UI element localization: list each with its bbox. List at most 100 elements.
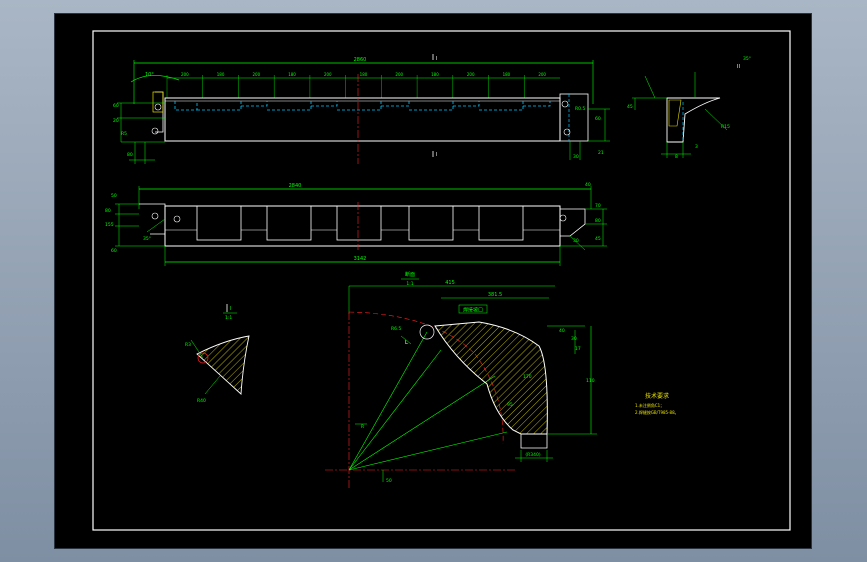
- right-dim-0: 60: [595, 116, 601, 122]
- section-mark-top-label: I: [436, 56, 437, 62]
- left-hole: [154, 103, 162, 111]
- front-left-dim-2: 155: [105, 222, 114, 228]
- segment-dim-text: 180: [288, 72, 296, 77]
- segment-dim-text: 200: [395, 72, 403, 77]
- side-dim-0: R15: [721, 124, 730, 130]
- front-slot: [336, 205, 382, 241]
- inner-border: [92, 30, 791, 531]
- small-dim-1: R40: [197, 398, 206, 404]
- front-slot: [196, 205, 242, 241]
- main-right-dim-1: 30: [571, 336, 577, 342]
- segment-dim-text: 200: [538, 72, 546, 77]
- left-hole-2: [151, 127, 159, 135]
- front-right-dim-4: 45: [595, 236, 601, 242]
- right-hole-2: [563, 128, 571, 136]
- main-right-dim-3: 110: [586, 378, 595, 384]
- left-dim-0: 60: [113, 103, 119, 109]
- front-left-end: [139, 203, 166, 235]
- main-weld-circle: [419, 324, 435, 340]
- main-right-dim-0: 40: [559, 328, 565, 334]
- section-mark-bottom-label: I: [436, 152, 437, 158]
- segment-dim-text: 200: [467, 72, 475, 77]
- front-slot: [408, 205, 454, 241]
- top-overall-dim-text: 2860: [354, 57, 367, 63]
- front-left-hole: [151, 212, 159, 220]
- left-end-weld: [152, 91, 164, 113]
- small-section-scale: 1:1: [225, 315, 232, 321]
- right-dim-2: 21: [598, 150, 604, 156]
- side-dim-1: 3: [695, 144, 698, 150]
- left-angle-text: 10°: [145, 72, 154, 78]
- main-inner-dim-1: 95: [507, 402, 513, 408]
- drawing-canvas: 2860 200 180 200 180 200 180 200 180 200 180 200 I…: [92, 30, 791, 531]
- front-right-dim-1: 70: [595, 203, 601, 209]
- front-left-angle: 35°: [143, 236, 151, 242]
- dim-leader: [644, 75, 656, 99]
- dim-leader: [569, 235, 586, 251]
- radial-line: [348, 331, 428, 471]
- front-right-dim-2: 80: [595, 218, 601, 224]
- tech-line-2: 2.焊缝按GB/T985-88。: [635, 409, 679, 415]
- front-bottom-dim-text: 3142: [354, 256, 367, 262]
- dim-leader: [400, 335, 412, 345]
- front-right-hole: [559, 214, 567, 222]
- main-width-dim: 415: [445, 280, 455, 286]
- radial-line: [348, 431, 508, 471]
- front-left-dim-3: 60: [111, 248, 117, 254]
- right-dim-1: R0.5: [575, 106, 585, 112]
- right-dim-3: 30: [573, 154, 579, 160]
- front-right-end: [560, 208, 586, 237]
- tech-line-1: 1.未注倒角C1；: [635, 402, 664, 408]
- front-slot: [478, 205, 524, 241]
- side-view-label: II: [737, 64, 740, 70]
- main-section-scale: 1:1: [406, 281, 413, 287]
- tech-title: 技术要求: [645, 392, 669, 400]
- front-left-dim-1: 80: [105, 208, 111, 214]
- weld-tag-box: [458, 304, 488, 314]
- segment-dim-text: 200: [324, 72, 332, 77]
- dim-leader: [704, 108, 728, 131]
- dim-leader: [204, 375, 221, 395]
- small-section-detail-circle: [197, 352, 209, 364]
- side-view-angle: 35°: [743, 56, 751, 62]
- segment-dim-text: 180: [217, 72, 225, 77]
- small-dim-0: R3: [185, 342, 191, 348]
- weld-tag: 焊接坡口: [463, 307, 483, 314]
- segment-dim-text: 200: [181, 72, 189, 77]
- small-section: I 1:1 R3 R40: [185, 304, 250, 404]
- main-label-L: L: [405, 340, 408, 346]
- front-right-dim-3: 30: [573, 238, 579, 244]
- side-dim-3: 8: [675, 154, 678, 160]
- front-overall-dim-text: 2840: [289, 183, 302, 189]
- left-dim-3: 80: [127, 152, 133, 158]
- dim-leader: [190, 339, 204, 359]
- main-left-dim-0: R: [361, 424, 364, 430]
- front-left-dim-0: 50: [111, 193, 117, 199]
- front-slot: [266, 205, 312, 241]
- left-dim-1: 20: [113, 118, 119, 124]
- main-foot: [520, 434, 548, 449]
- main-section: 断面 1:1 415 381.5 焊接坡口 40 30 17 110: [325, 271, 597, 490]
- radial-line: [348, 349, 442, 471]
- small-section-label: I: [230, 306, 231, 312]
- segment-dim-text: 180: [360, 72, 368, 77]
- front-left-hole-2: [173, 215, 181, 223]
- side-dim-2: 45: [627, 104, 633, 110]
- main-left-dim-1: 50: [386, 478, 392, 484]
- main-radius: R6.5: [391, 326, 401, 332]
- front-view: 2840 3142 50 80 155 60 35° 40 70 80: [105, 182, 607, 266]
- left-arc-dim: [130, 75, 180, 83]
- main-pitch-arc: [348, 311, 504, 445]
- segment-dim-text: 180: [431, 72, 439, 77]
- segment-dim-text: 180: [503, 72, 511, 77]
- main-bottom-dim: (R340): [525, 452, 540, 458]
- segment-dim-text: 200: [252, 72, 260, 77]
- cad-drawing-sheet: 2860 200 180 200 180 200 180 200 180 200 180 200 I…: [55, 14, 811, 548]
- main-section-title: 断面: [405, 271, 415, 278]
- main-inner-dim-0: 170: [523, 374, 532, 380]
- right-hole: [561, 100, 569, 108]
- dim-leader: [146, 218, 166, 233]
- top-hidden-notches: [174, 101, 551, 111]
- front-right-dim-0: 40: [585, 182, 591, 188]
- top-view: 2860 200 180 200 180 200 180 200 180 200 180 200 I…: [113, 54, 610, 164]
